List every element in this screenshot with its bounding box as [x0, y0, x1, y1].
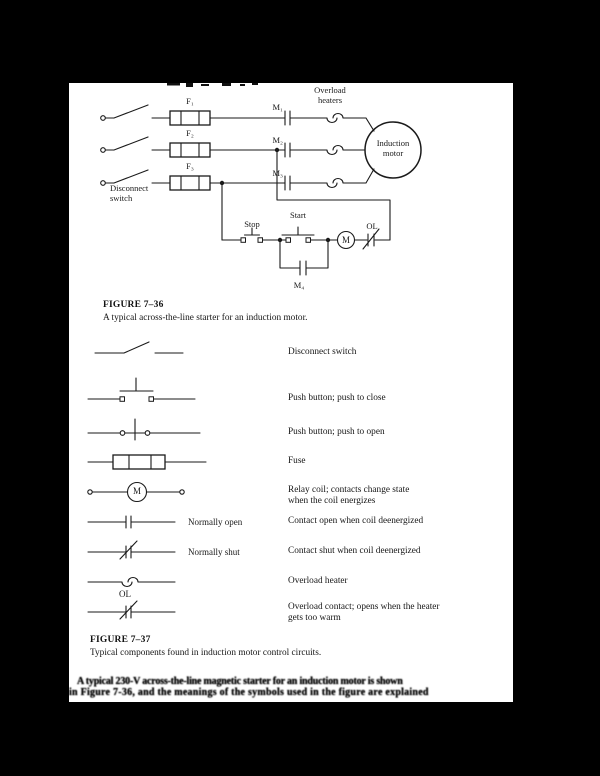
- m4-label: M₄: [293, 280, 305, 290]
- m-coil-icon: [336, 230, 356, 250]
- circuit-line-art: [87, 83, 422, 620]
- symbol-row-6-normally-open: [87, 515, 176, 529]
- book-page: F₁ F₂ F₃ M₁ M₂ M₃ Overload heaters Induc…: [69, 83, 513, 702]
- contact2-label: M₂: [272, 135, 283, 145]
- symbol-desc-row: Push button; push to close: [288, 393, 386, 404]
- figure37-caption-text: Typical components found in induction mo…: [90, 648, 322, 658]
- symbol-row-3-push-button-open: [87, 418, 201, 441]
- body-text-line-1: A typical 230-V across-the-line magnetic…: [77, 676, 403, 687]
- symbol-row-2-push-button-close: [87, 377, 196, 402]
- desc-text: Disconnect switch: [288, 347, 357, 357]
- desc-text-2: when the coil energizes: [288, 495, 376, 506]
- symbol-row-5-relay-coil: [87, 481, 185, 503]
- fuse3-label: F₃: [186, 161, 194, 171]
- stop-button-icon: [240, 227, 263, 243]
- desc-text: Fuse: [288, 456, 306, 466]
- induction-motor-label: Induction motor: [376, 138, 410, 158]
- figure37-caption-title: FIGURE 7–37: [90, 635, 151, 645]
- ol-label: OL: [366, 221, 378, 231]
- symbol-desc-row: Contact shut when coil deenergized: [288, 546, 421, 557]
- desc-text: Overload contact; opens when the heater: [288, 602, 440, 612]
- power-line-1: [100, 104, 375, 132]
- symbol-desc-row: Push button; push to open: [288, 427, 385, 438]
- overload-heater-icon: [321, 178, 356, 188]
- disconnect-switch-label: Disconnect switch: [110, 183, 149, 203]
- symbol-row-8-overload-heater: [87, 577, 176, 587]
- fuse1-label: F₁: [186, 96, 194, 106]
- overload-heater-icon: [321, 145, 356, 155]
- symbol-row-4-fuse: [87, 454, 207, 470]
- symbol-desc-row: Contact open when coil deenergized: [288, 516, 423, 527]
- overload-heater-icon: [321, 113, 356, 123]
- figure36-caption-title: FIGURE 7–36: [103, 300, 164, 310]
- desc-text-2: gets too warm: [288, 612, 341, 623]
- m4-holding-contact: [277, 237, 331, 276]
- desc-text: Relay coil; contacts change state: [288, 485, 410, 495]
- stop-label: Stop: [244, 219, 260, 229]
- symbol-desc-row: Overload heater: [288, 576, 348, 587]
- normally-open-label: Normally open: [188, 516, 243, 527]
- symbol-desc-row: Disconnect switch: [288, 347, 356, 358]
- desc-text: Overload heater: [288, 576, 348, 586]
- relay-coil-m-label: M: [132, 486, 141, 496]
- symbol-row-7-normally-shut: [87, 540, 176, 560]
- desc-text: Contact open when coil deenergized: [288, 516, 424, 526]
- top-edge-text-fragments: [167, 83, 258, 87]
- overload-heaters-label: Overload heaters: [314, 85, 346, 105]
- control-circuit: [221, 149, 391, 276]
- ol-symbol-label: OL: [119, 589, 131, 599]
- desc-text: Contact shut when coil deenergized: [288, 546, 421, 556]
- symbol-desc-row: Fuse: [288, 456, 306, 467]
- start-button-icon: [281, 226, 315, 243]
- ol-contact-icon: [362, 228, 380, 250]
- coil-m-label: M: [341, 234, 350, 245]
- desc-text: Push button; push to close: [288, 393, 386, 403]
- symbol-row-9-overload-contact: [87, 600, 176, 620]
- start-label: Start: [289, 210, 307, 220]
- figure36-caption-text: A typical across-the-line starter for an…: [103, 313, 308, 323]
- power-line-2: [100, 136, 366, 158]
- contact3-label: M₃: [272, 168, 283, 178]
- contact1-label: M₁: [272, 102, 283, 112]
- fuse2-label: F₂: [186, 128, 194, 138]
- desc-text: Push button; push to open: [288, 427, 385, 437]
- induction-motor-symbol: [364, 121, 422, 179]
- symbol-row-1-disconnect-switch: [94, 341, 184, 354]
- body-text-line-2: in Figure 7-36, and the meanings of the …: [69, 687, 429, 698]
- normally-shut-label: Normally shut: [188, 546, 240, 557]
